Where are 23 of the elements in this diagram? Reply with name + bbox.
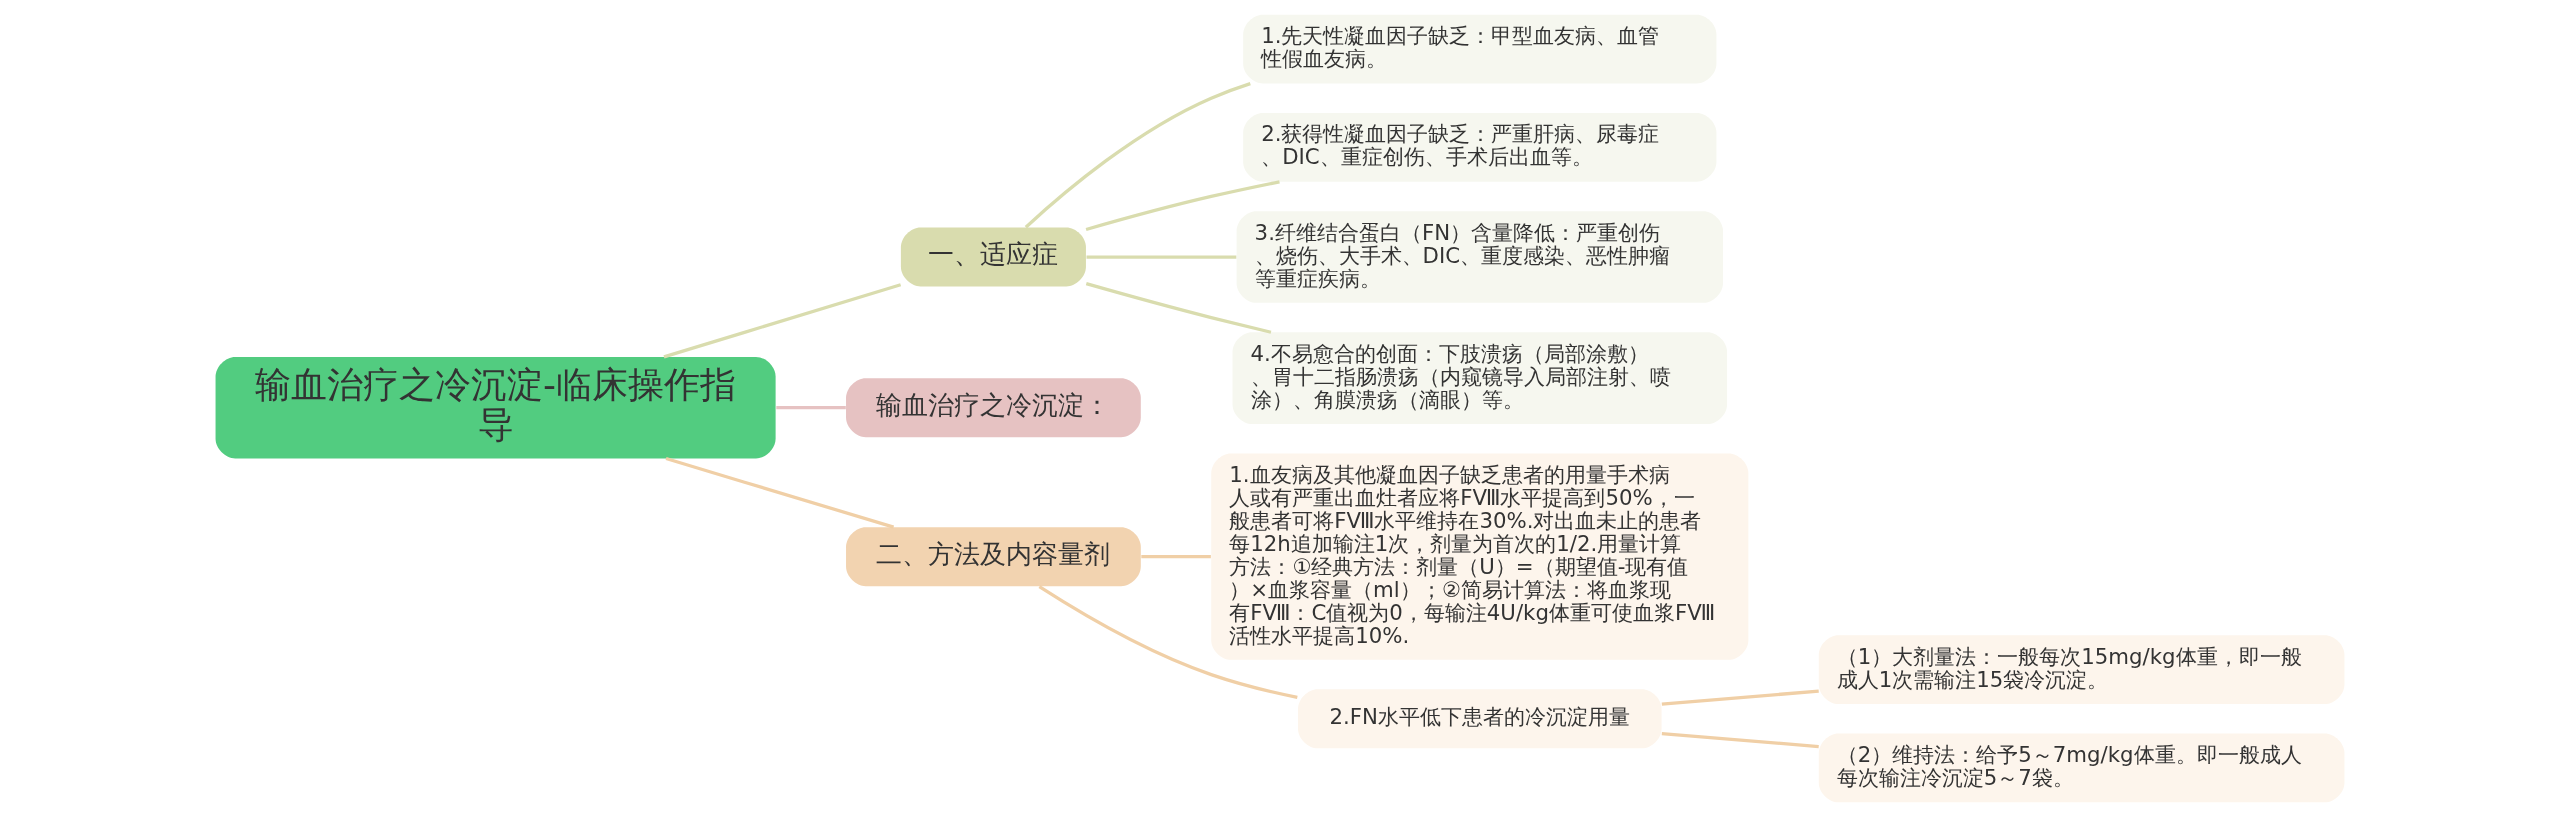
connector	[665, 456, 895, 529]
node-box: 1.先天性凝血因子缺乏：甲型血友病、血管性假血友病。	[1243, 14, 1717, 84]
connector	[1141, 555, 1211, 559]
node-box: 二、方法及内容量剂	[846, 527, 1141, 587]
node-box: （1）大剂量法：一般每次15mg/kg体重，即一般成人1次需输注15袋冷沉淀。	[1818, 635, 2345, 705]
connector	[1085, 282, 1272, 334]
node-box: （2）维持法：给予5～7mg/kg体重。即一般成人每次输注冷沉淀5～7袋。	[1818, 733, 2345, 803]
node-box: 输血治疗之冷沉淀-临床操作指导	[215, 356, 776, 459]
node-box: 2.FN水平低下患者的冷沉淀用量	[1298, 689, 1662, 749]
node-box: 4.不易愈合的创面：下肢溃疡（局部涂敷）、胃十二指肠溃疡（内窥镜导入局部注射、喷涂）、角膜溃疡（滴眼）等。	[1232, 332, 1728, 425]
connector	[1661, 689, 1819, 706]
node-box: 输血治疗之冷沉淀：	[846, 378, 1141, 438]
connector	[1661, 732, 1819, 749]
connector	[1038, 585, 1298, 699]
connector	[776, 406, 846, 410]
connector	[1024, 82, 1251, 229]
node-box: 3.纤维结合蛋白（FN）含量降低：严重创伤、烧伤、大手术、DIC、重度感染、恶性肿瘤等重症疾病。	[1236, 211, 1723, 303]
connector	[663, 283, 902, 359]
connector	[1086, 255, 1237, 259]
node-box: 1.血友病及其他凝血因子缺乏患者的用量手术病人或有严重出血灶者应将FⅧ水平提高到50%，一般患者可将FⅧ水平维持在30%.对出血未止的患者每12h追加输注1次，剂量为首次的1/2.用量计算方法：①经典方法：剂量（U）=（期望值-现有值）×血浆容量（ml）；②简易计算法：将血浆现有FⅧ：C值视为0，每输注4U/kg体重可使血浆FⅧ活性水平提高10%.	[1211, 453, 1749, 660]
connector	[1085, 180, 1280, 232]
node-box: 2.获得性凝血因子缺乏：严重肝病、尿毒症、DIC、重症创伤、手术后出血等。	[1243, 112, 1717, 182]
node-box: 一、适应症	[900, 227, 1086, 287]
